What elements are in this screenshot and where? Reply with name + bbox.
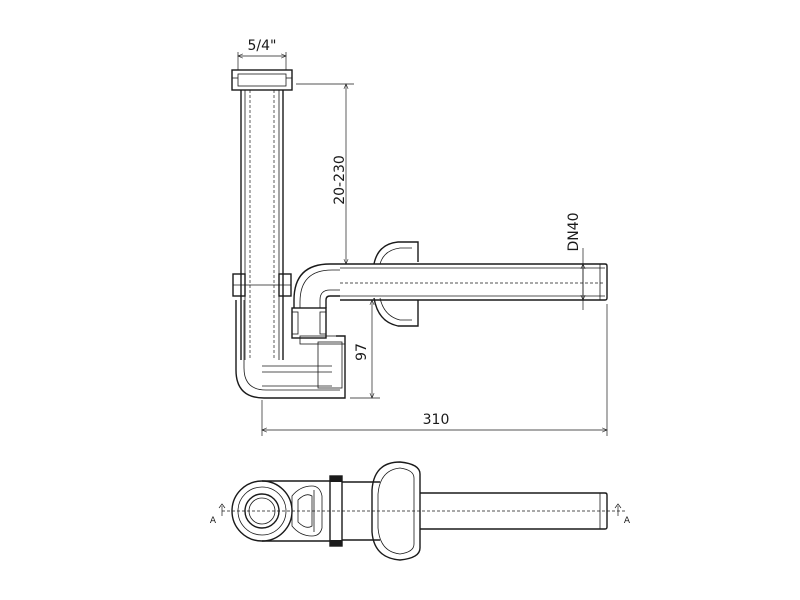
connector-nut (291, 307, 327, 339)
top-body (262, 480, 330, 542)
top-nut (231, 69, 293, 91)
section-label-right: A (624, 516, 631, 526)
trap-body (235, 300, 346, 399)
vertical-tube (240, 90, 284, 360)
elbow-bend (293, 263, 340, 308)
trap-height-label: 97 (354, 343, 370, 361)
middle-nut (232, 273, 292, 297)
dim-length: 310 (262, 304, 607, 436)
dim-height-range: 20-230 (296, 84, 354, 264)
wall-rosette (373, 241, 419, 327)
dim-trap-height: 97 (350, 300, 380, 398)
dim-outlet: DN40 (566, 212, 583, 310)
top-view: A A (210, 461, 631, 561)
dim-thread: 5/4" (238, 38, 286, 70)
top-rosette (371, 461, 421, 561)
outlet-size-label: DN40 (566, 212, 582, 251)
side-view: 5/4" 20-230 DN40 97 310 (231, 38, 608, 436)
section-marker-right: A (614, 503, 631, 526)
thread-label: 5/4" (248, 38, 277, 54)
section-label-left: A (210, 516, 217, 526)
height-range-label: 20-230 (332, 155, 348, 205)
outlet-pipe (340, 263, 608, 301)
section-marker-left: A (210, 503, 226, 526)
length-label: 310 (423, 412, 450, 428)
